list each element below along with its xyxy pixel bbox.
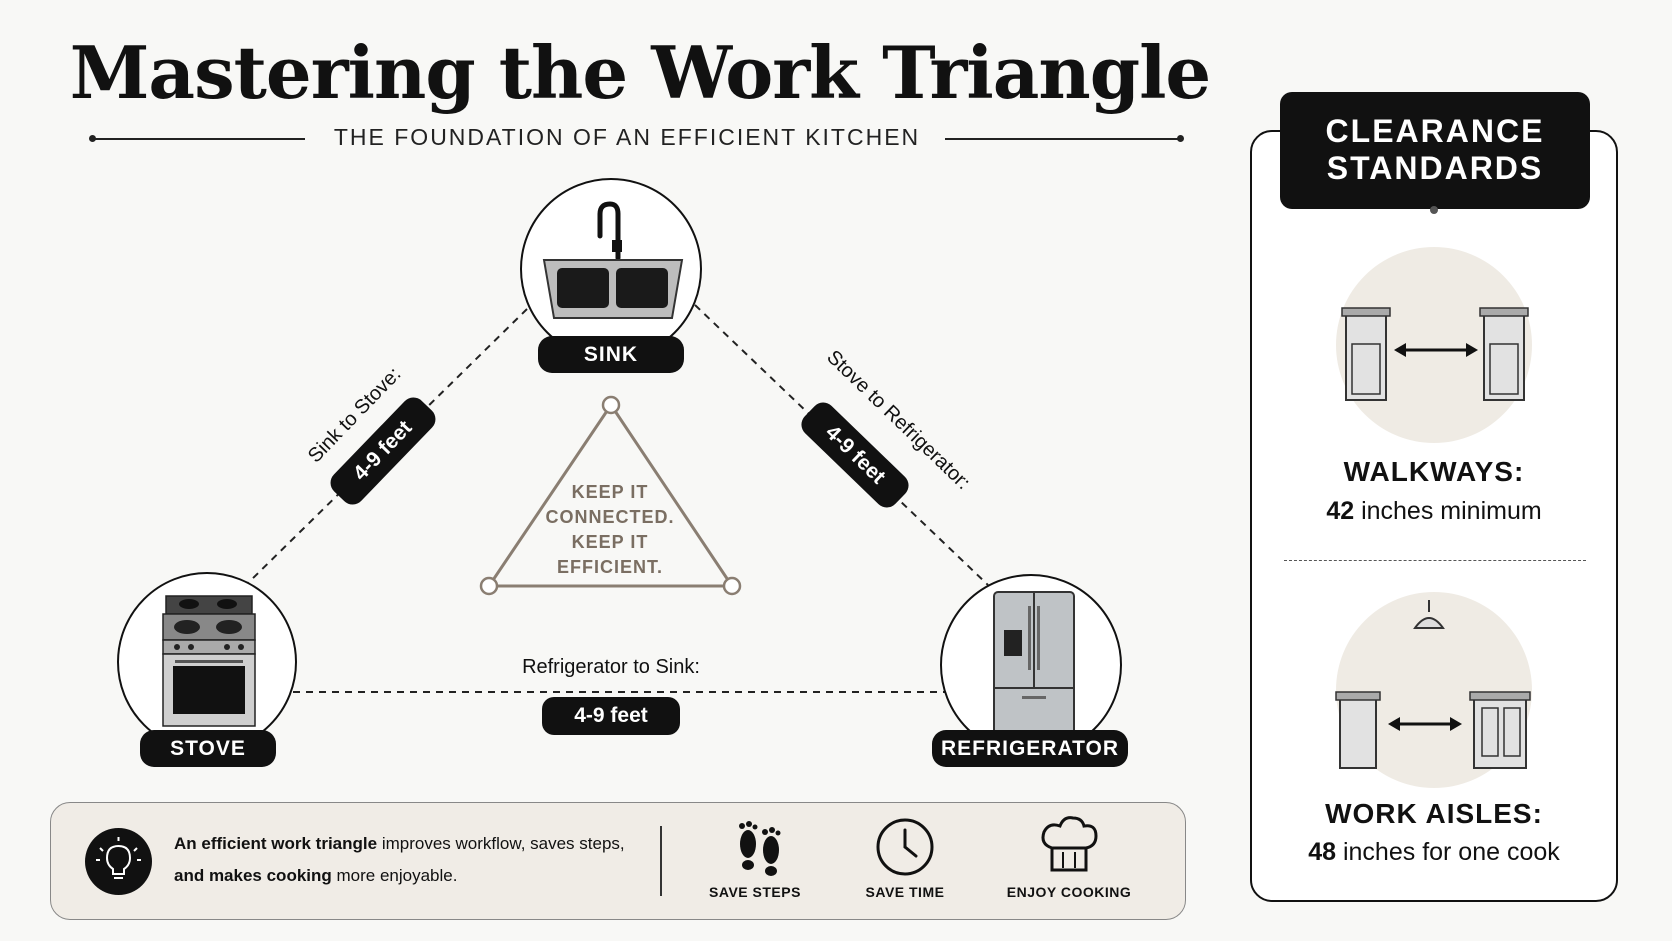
motto-line-3: KEEP IT — [571, 532, 649, 552]
clearance-heading-line-1: CLEARANCE — [1325, 113, 1545, 149]
motto-line-4: EFFICIENT. — [556, 557, 663, 577]
refrigerator-label: REFRIGERATOR — [932, 730, 1128, 767]
work-aisles-unit: inches for one cook — [1336, 838, 1560, 866]
heading-connector-dot — [1430, 206, 1438, 214]
sink-circle — [520, 178, 702, 360]
sink-label: SINK — [538, 336, 684, 373]
subtitle-rule-left — [92, 138, 305, 140]
subtitle-rule-right — [945, 138, 1182, 140]
work-aisle-clearance-icon — [1335, 600, 1531, 769]
chef-hat-icon — [1041, 816, 1098, 872]
line-sink-refrigerator — [694, 304, 989, 586]
subtitle-rule-dot-right — [1177, 135, 1184, 142]
page-title: Mastering the Work Triangle — [69, 30, 1212, 115]
bottom-summary: An efficient work triangle improves work… — [174, 828, 644, 892]
clearance-divider — [1284, 560, 1586, 561]
walkways-number: 42 — [1326, 497, 1355, 525]
page-subtitle: THE FOUNDATION OF AN EFFICIENT KITCHEN — [333, 124, 921, 150]
benefit-save-time: SAVE TIME — [865, 884, 945, 900]
walkways-unit: inches minimum — [1354, 497, 1542, 525]
bottom-separator — [660, 826, 662, 896]
motto-line-1: KEEP IT — [571, 482, 649, 502]
walkway-clearance-icon — [1341, 307, 1529, 401]
walkways-value: 42 inches minimum — [1264, 497, 1604, 526]
center-triangle-icon — [479, 395, 742, 596]
refrigerator-circle — [940, 574, 1122, 756]
work-aisles-value: 48 inches for one cook — [1254, 838, 1614, 867]
summary-bold-1: An efficient work triangle — [174, 834, 378, 853]
lightbulb-icon — [85, 828, 152, 895]
stove-label: STOVE — [140, 730, 276, 767]
summary-rest-1: improves workflow, saves steps, — [377, 834, 625, 853]
bottom-summary-line-1: An efficient work triangle improves work… — [174, 828, 644, 860]
stove-icon — [162, 595, 256, 727]
motto-line-2: CONNECTED. — [545, 507, 675, 527]
footprints-icon — [739, 821, 781, 876]
refrigerator-sink-distance: 4-9 feet — [542, 697, 680, 735]
bottom-summary-line-2: and makes cooking more enjoyable. — [174, 860, 644, 892]
benefit-enjoy-cooking: ENJOY COOKING — [1006, 884, 1132, 900]
walkways-title: WALKWAYS: — [1343, 456, 1525, 487]
summary-rest-2: more enjoyable. — [331, 866, 458, 885]
clearance-heading: CLEARANCE STANDARDS — [1280, 92, 1590, 209]
clearance-heading-line-2: STANDARDS — [1326, 150, 1544, 186]
center-motto: KEEP IT CONNECTED. KEEP IT EFFICIENT. — [510, 480, 710, 580]
stove-circle — [117, 572, 297, 752]
benefits-bar — [50, 802, 1186, 920]
summary-bold-2: and makes cooking — [174, 866, 332, 885]
refrigerator-icon — [993, 591, 1075, 743]
sink-icon — [542, 201, 684, 319]
refrigerator-sink-label: Refrigerator to Sink: — [522, 656, 700, 678]
benefit-save-steps: SAVE STEPS — [709, 884, 801, 900]
work-aisles-number: 48 — [1308, 838, 1337, 866]
clock-icon — [876, 818, 934, 876]
subtitle-rule-dot-left — [89, 135, 96, 142]
work-aisles-title: WORK AISLES: — [1325, 798, 1543, 829]
